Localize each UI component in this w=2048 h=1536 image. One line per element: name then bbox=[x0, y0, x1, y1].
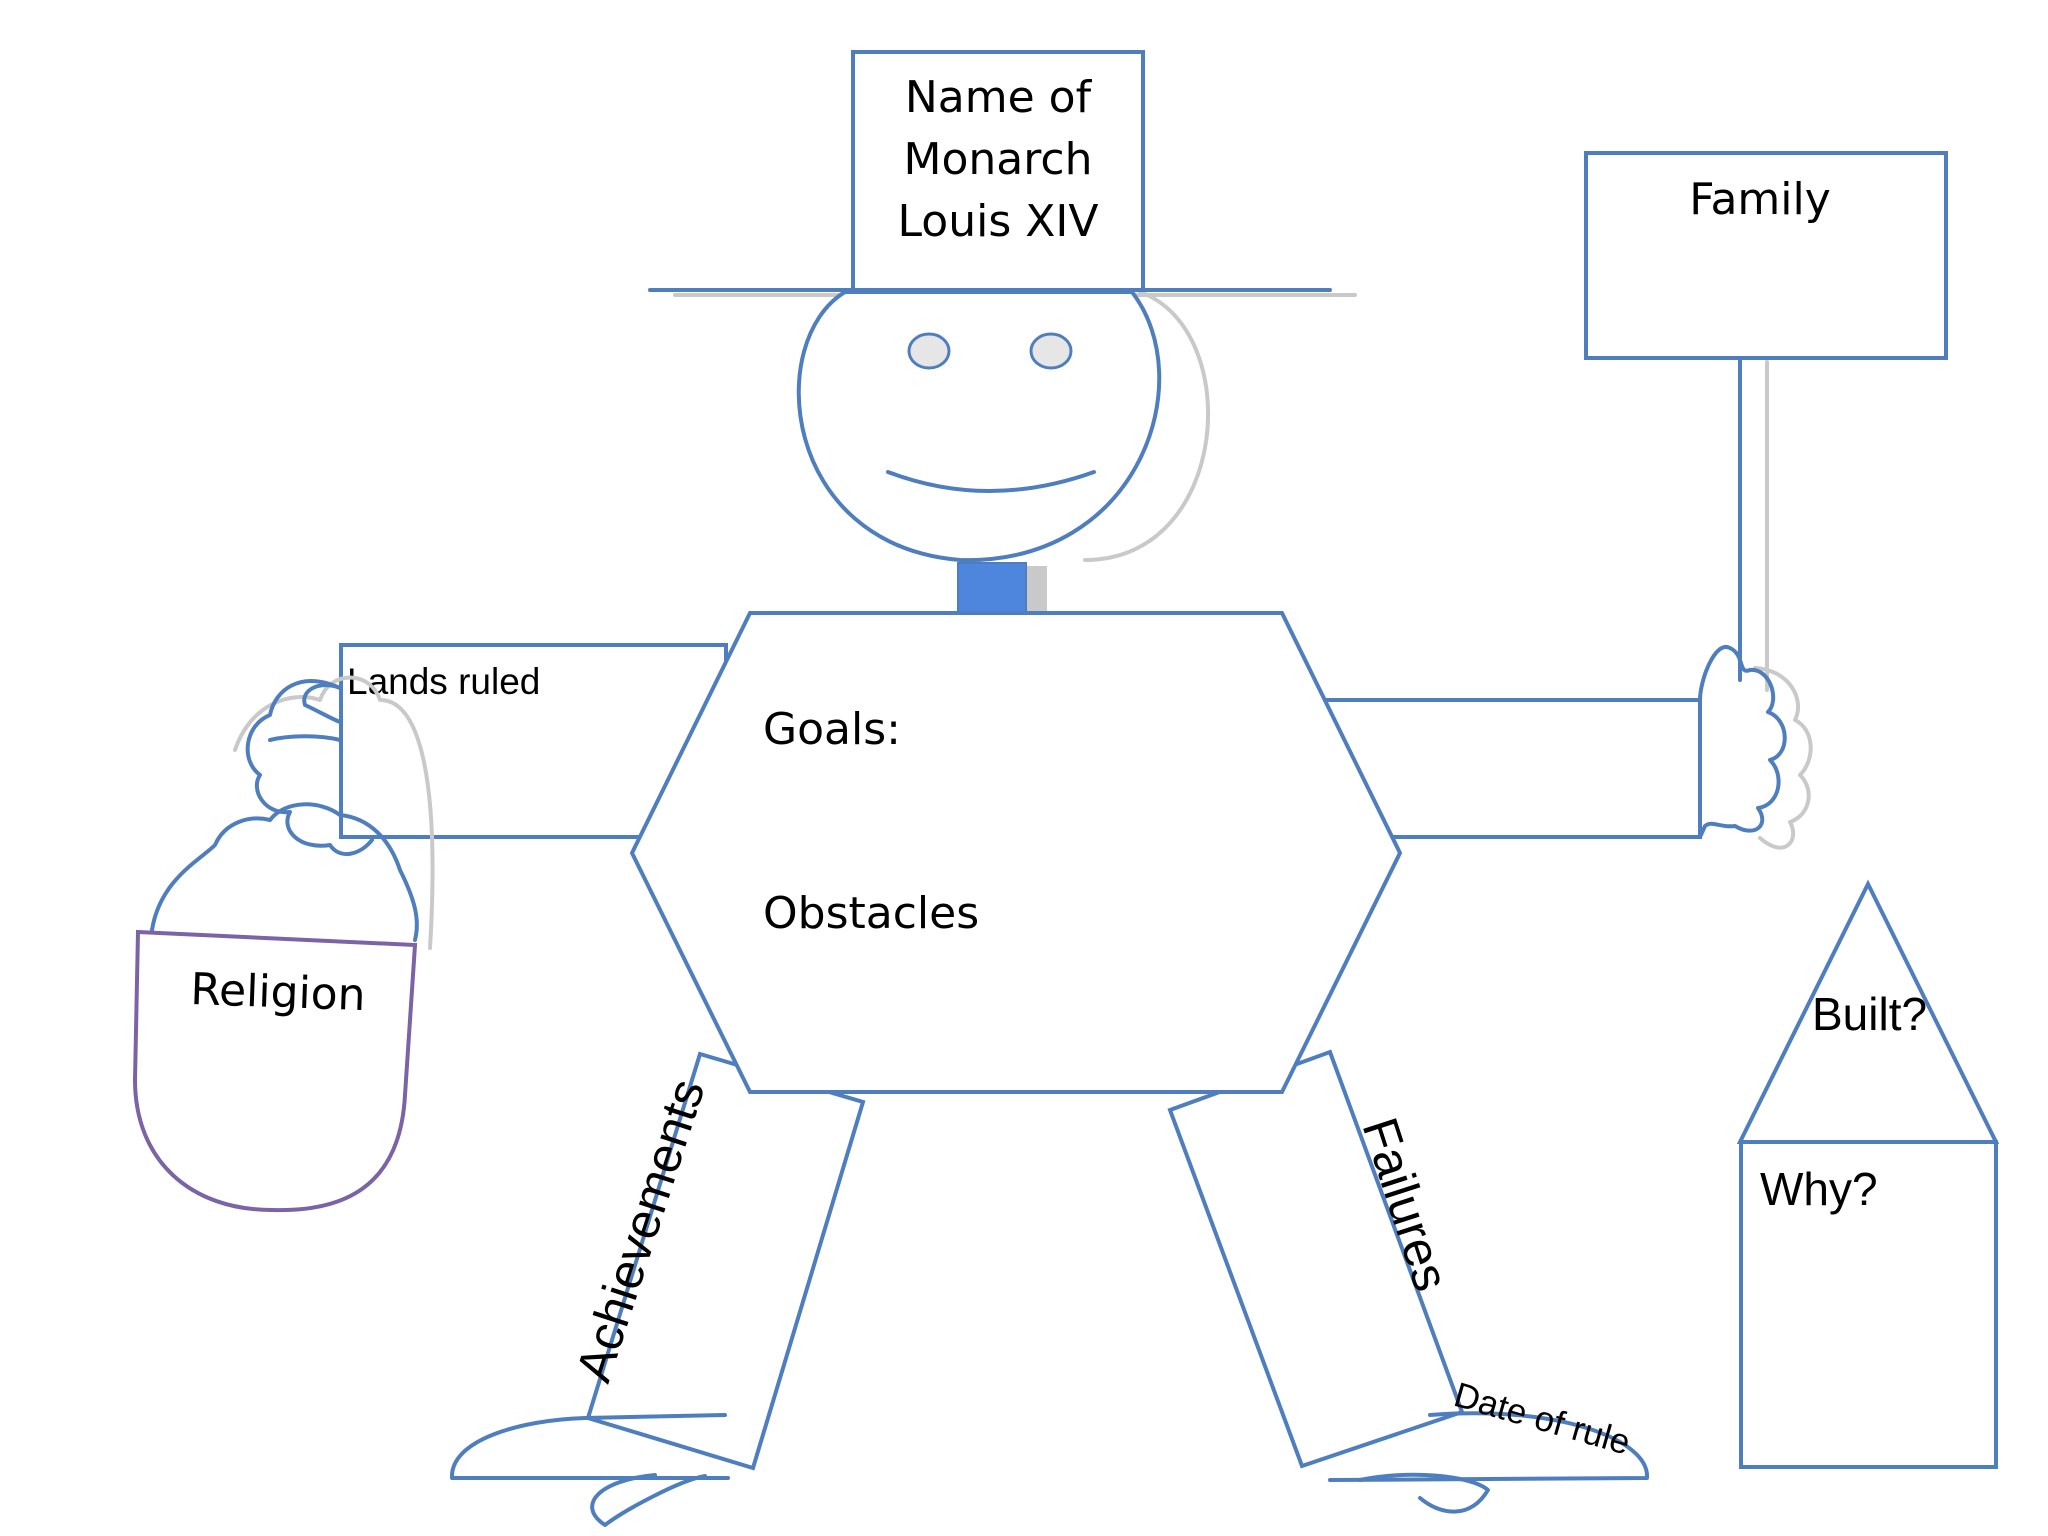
house: Built? Why? bbox=[1736, 879, 2000, 1469]
obstacles-label: Obstacles bbox=[763, 888, 979, 939]
bag-body bbox=[132, 929, 418, 1213]
left-hand bbox=[233, 675, 435, 950]
goals-label: Goals: bbox=[763, 704, 901, 755]
monarch-name-label-line1: Name of bbox=[905, 72, 1093, 123]
head bbox=[796, 290, 1162, 563]
left-shoe-lace bbox=[590, 1473, 707, 1527]
family-box bbox=[1584, 151, 1948, 360]
feet bbox=[449, 1411, 1650, 1527]
family-label: Family bbox=[1689, 174, 1831, 225]
legs bbox=[585, 1049, 1465, 1471]
smile bbox=[886, 470, 1096, 493]
date-of-rule-label: Date of rule bbox=[1450, 1375, 1635, 1462]
left-eye bbox=[907, 332, 951, 370]
lands-ruled-label: Lands ruled bbox=[347, 661, 540, 702]
right-shoe-lace bbox=[1358, 1472, 1490, 1514]
hat: Name of Monarch Louis XIV bbox=[648, 50, 1332, 292]
monarch-name-value: Louis XIV bbox=[898, 196, 1099, 247]
right-hand bbox=[1698, 645, 1813, 850]
religion-bag: Religion bbox=[132, 802, 419, 1213]
why-label: Why? bbox=[1760, 1163, 1878, 1215]
body-hexagon bbox=[629, 611, 1403, 1094]
bag-top bbox=[150, 802, 419, 942]
hat-crown-box bbox=[851, 50, 1145, 292]
monarch-name-label-line2: Monarch bbox=[904, 134, 1093, 185]
house-body bbox=[1739, 1140, 1998, 1469]
right-eye bbox=[1029, 332, 1073, 370]
religion-label: Religion bbox=[190, 964, 367, 1021]
neck bbox=[957, 562, 1027, 616]
face bbox=[796, 290, 1162, 563]
built-label: Built? bbox=[1812, 988, 1927, 1040]
left-shoe bbox=[449, 1413, 730, 1480]
family-sign: Family bbox=[1584, 151, 1948, 682]
right-shoe bbox=[1328, 1411, 1650, 1482]
